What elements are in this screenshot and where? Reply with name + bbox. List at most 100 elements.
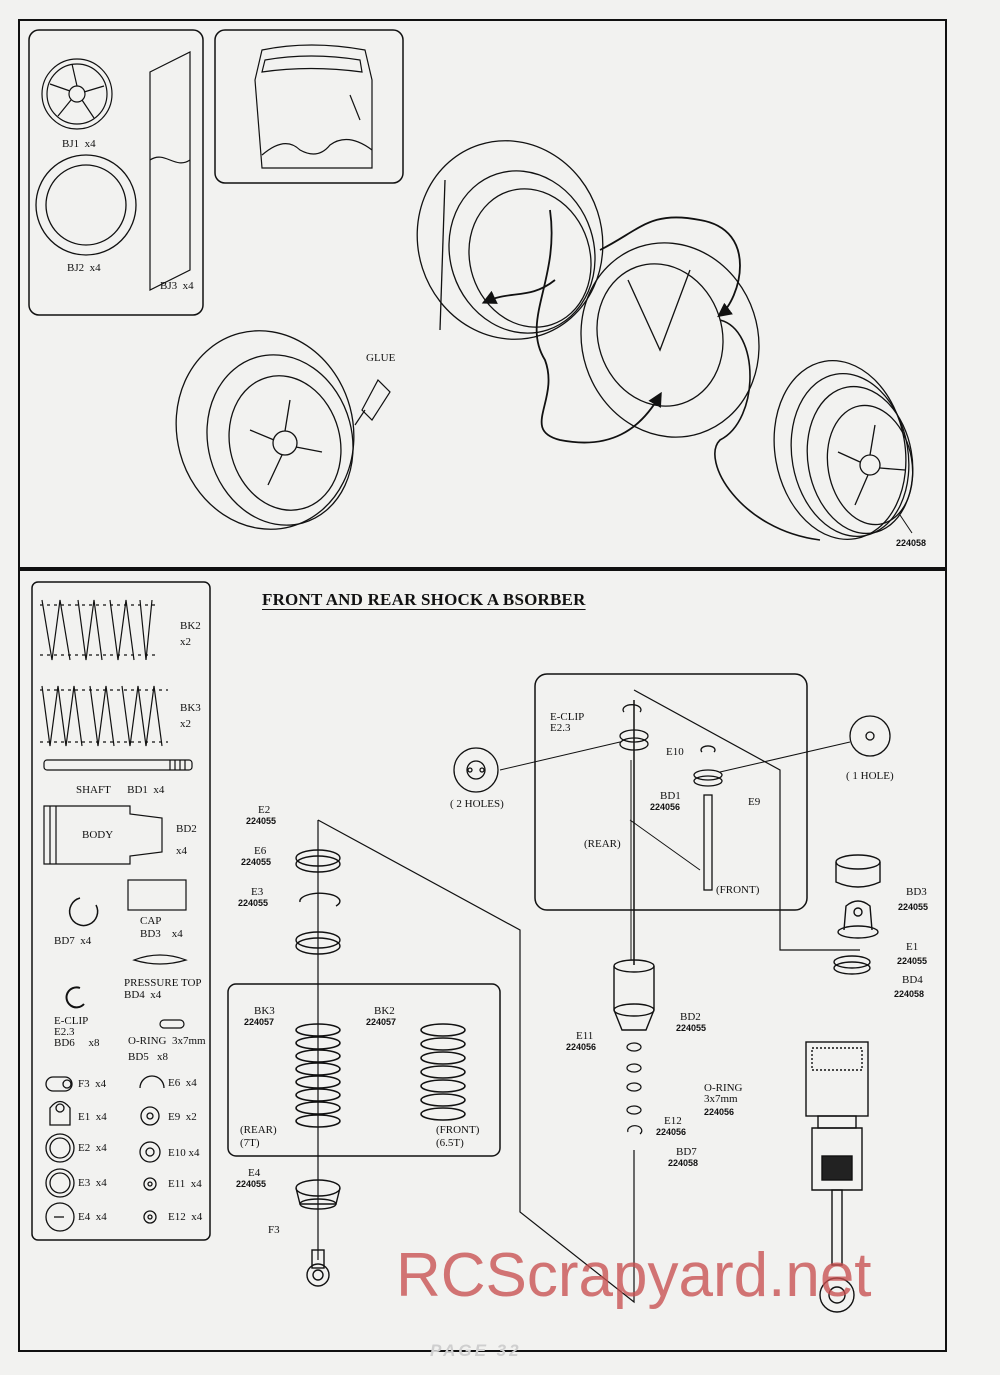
e2-washer-icon (295, 849, 341, 873)
wheel-rim-icon (773, 360, 914, 540)
pressure-top-icon (132, 954, 188, 965)
e1-mount-icon (837, 900, 879, 939)
two-holes-label: ( 2 HOLES) (450, 798, 504, 810)
asm-e1-code: 224055 (897, 956, 928, 966)
bj3-strip-icon (149, 51, 191, 291)
bj1-label: BJ1 x4 (62, 138, 96, 150)
asm-front-label: (FRONT) (716, 884, 760, 896)
asm-bd7-label: BD7 (676, 1146, 697, 1158)
oring-2-icon (626, 1082, 642, 1092)
asm-oring-code: 224056 (704, 1107, 735, 1117)
asm-bk3-label: BK3 (254, 1005, 275, 1017)
e10-icon (139, 1141, 161, 1163)
asm-e11-label: E11 (576, 1030, 594, 1042)
asm-e3-label: E3 (251, 886, 264, 898)
bk2-springs-icon (40, 599, 155, 661)
glue-label: GLUE (366, 352, 396, 364)
glue-bottle-icon (354, 379, 391, 426)
shock-cutaway-icon (805, 1041, 869, 1313)
e9-label: E9 x2 (168, 1111, 197, 1123)
bk3-springs-icon (40, 685, 168, 747)
front-shaft-icon (703, 794, 713, 891)
eclip-top-icon (622, 704, 642, 713)
asm-bk2-label: BK2 (374, 1005, 395, 1017)
asm-bd7-code: 224058 (668, 1158, 699, 1168)
spring-inset-box (227, 983, 501, 1157)
e6-label: E6 x4 (168, 1077, 197, 1089)
e4-icon (45, 1202, 75, 1232)
asm-e6-label: E6 (254, 845, 267, 857)
asm-rear-7t-label: (REAR) (7T) (240, 1124, 277, 1149)
e4-label: E4 x4 (78, 1211, 107, 1223)
page-title: FRONT AND REAR SHOCK A BSORBER (262, 590, 586, 609)
asm-bd3-label: BD3 (906, 886, 927, 898)
oring-label: O-RING 3x7mm BD5 x8 (128, 1035, 206, 1063)
one-hole-piston-icon (849, 715, 891, 757)
asm-rear-label: (REAR) (584, 838, 621, 850)
asm-e12-code: 224056 (656, 1127, 687, 1137)
asm-e4-code: 224055 (236, 1179, 267, 1189)
asm-e2-code: 224055 (246, 816, 277, 826)
asm-bk2-code: 224057 (366, 1017, 397, 1027)
two-holes-piston-icon (453, 747, 499, 793)
asm-f3-label: F3 (268, 1224, 280, 1236)
tire-cross-section-icon (254, 44, 373, 169)
front-spring-icon (420, 1023, 466, 1121)
tire-part-code: 224058 (896, 538, 927, 548)
asm-bd3-code: 224055 (898, 902, 929, 912)
bj2-label: BJ2 x4 (67, 262, 101, 274)
shaft-label: SHAFT BD1 x4 (76, 784, 165, 796)
bd7-clip-icon (68, 897, 99, 927)
e6-icon (139, 1075, 165, 1089)
e10-piston-icon (619, 729, 649, 751)
e1-label: E1 x4 (78, 1111, 107, 1123)
bj2-insert-icon (35, 154, 137, 256)
eclip-icon (65, 986, 85, 1009)
bj1-wheel-icon (41, 58, 113, 130)
tire-section-inset (214, 29, 404, 184)
asm-e11-code: 224056 (566, 1042, 597, 1052)
asm-oring-label: O-RING 3x7mm (704, 1082, 743, 1105)
e4-cap-icon (295, 1179, 341, 1210)
pressure-top-label: PRESSURE TOP BD4 x4 (124, 977, 202, 1001)
asm-bd2-label: BD2 (680, 1011, 701, 1023)
f3-label: F3 x4 (78, 1078, 107, 1090)
asm-e2-label: E2 (258, 804, 271, 816)
e2-icon (45, 1133, 75, 1163)
asm-bd1-label: BD1 (660, 790, 681, 802)
asm-e3-code: 224055 (238, 898, 269, 908)
e1-icon (49, 1100, 71, 1126)
e11-washer-icon (626, 1042, 642, 1052)
body-label: BODY (82, 829, 114, 841)
bd7-clip-assembly-icon (627, 1125, 643, 1135)
asm-eclip-label: E-CLIP E2.3 (550, 711, 585, 734)
asm-e9-label: E9 (748, 796, 761, 808)
asm-front-65t-label: (FRONT) (6.5T) (436, 1124, 480, 1149)
e3-label: E3 x4 (78, 1177, 107, 1189)
asm-e1-label: E1 (906, 941, 919, 953)
e12-label: E12 x4 (168, 1211, 203, 1223)
tire-exploded-icon (416, 140, 604, 340)
asm-bd1-code: 224056 (650, 802, 681, 812)
cap-label: CAP BD3 x4 (140, 915, 183, 940)
asm-e4-label: E4 (248, 1167, 261, 1179)
body-icon (43, 805, 163, 865)
assembled-tire-icon (175, 330, 355, 530)
oring-icon (159, 1019, 185, 1029)
asm-bd4-label: BD4 (902, 974, 923, 986)
oring-1-icon (626, 1063, 642, 1073)
shock-body-icon (613, 959, 655, 1031)
asm-bd2-code: 224055 (676, 1023, 707, 1033)
bk2-label: BK2 x2 (180, 620, 201, 648)
cap-icon (127, 879, 187, 911)
asm-bd4-code: 224058 (894, 989, 925, 999)
bj3-label: BJ3 x4 (160, 280, 194, 292)
e12-washer-icon (626, 1105, 642, 1115)
tire-parts-box (28, 29, 204, 316)
e11-label: E11 x4 (168, 1178, 202, 1190)
e10-label: E10 x4 (168, 1147, 200, 1159)
bd4-pressure-top-icon (833, 955, 871, 975)
shaft-icon (43, 759, 193, 771)
